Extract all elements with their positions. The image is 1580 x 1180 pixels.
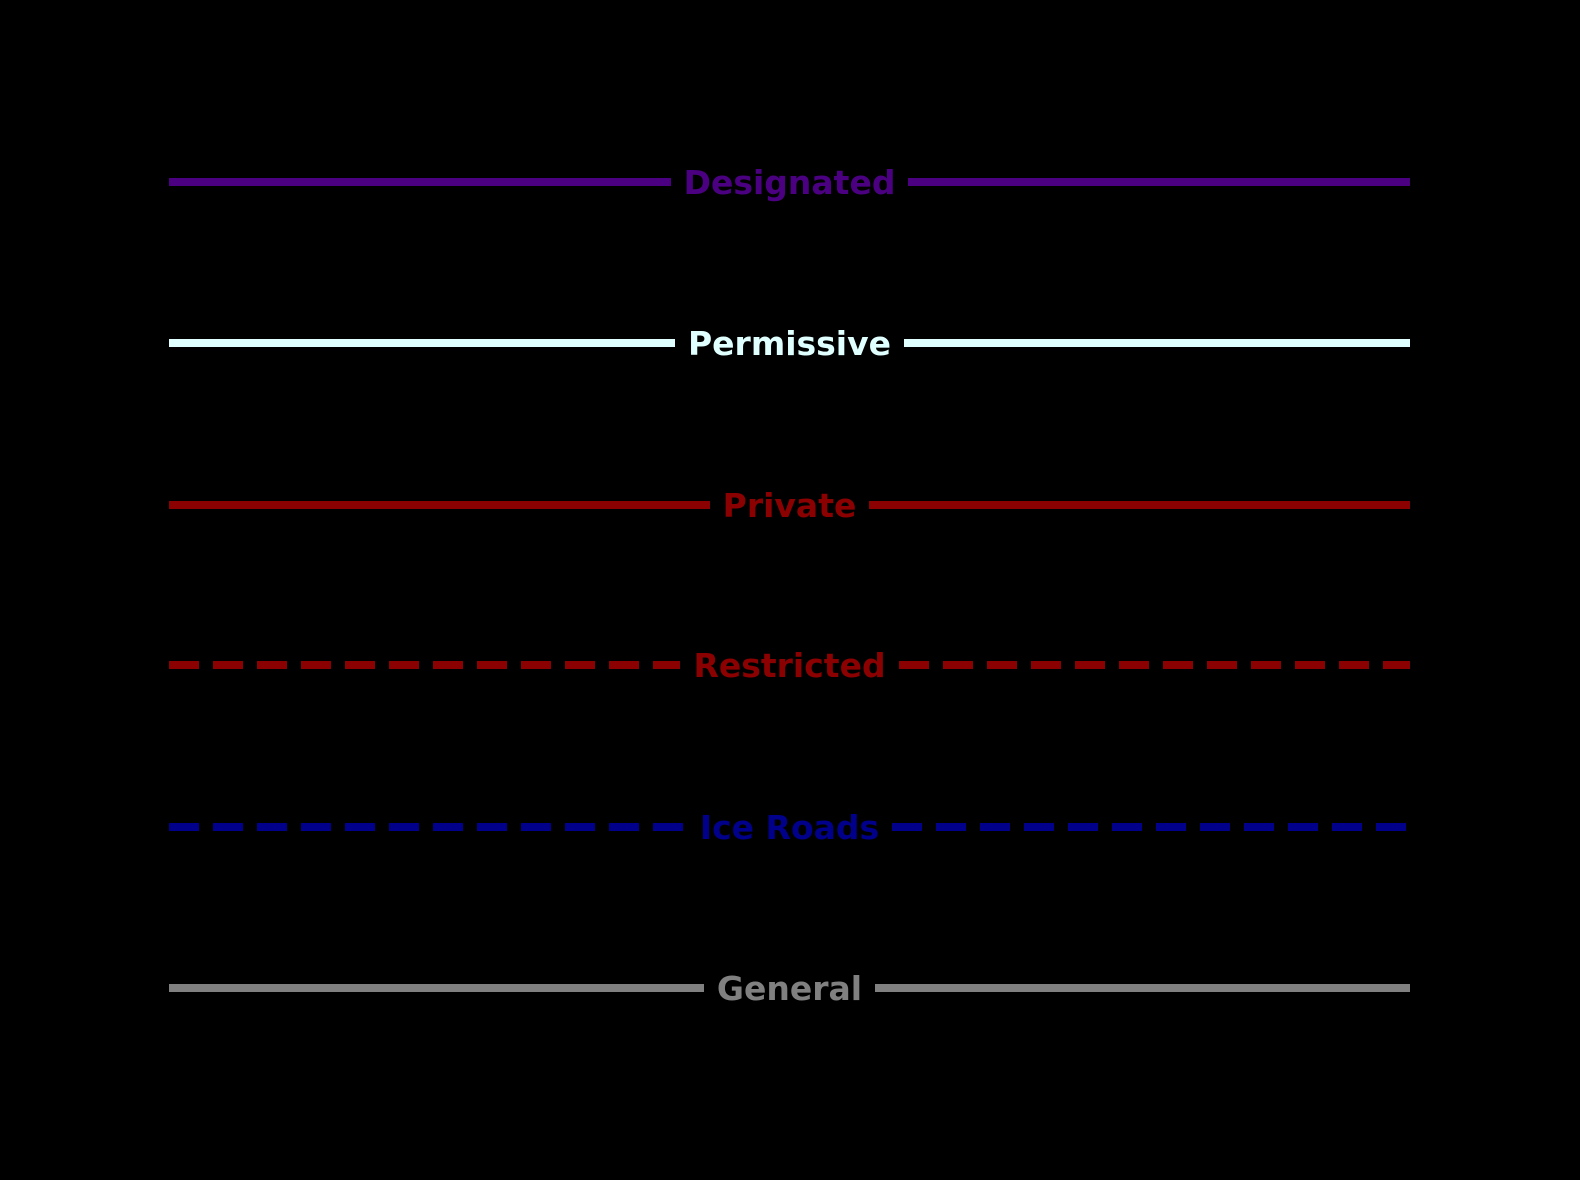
legend-label: Private (722, 485, 857, 525)
legend-line-right (908, 178, 1411, 186)
legend-label: Designated (683, 162, 896, 202)
legend-row-private: Private (169, 479, 1410, 531)
legend-row-designated: Designated (169, 156, 1411, 208)
legend-label: Ice Roads (699, 807, 880, 847)
legend-label: General (716, 968, 863, 1008)
legend-label: Permissive (687, 323, 892, 363)
legend-line-right (892, 823, 1411, 831)
legend-row-permissive: Permissive (169, 317, 1410, 369)
legend-row-restricted: Restricted (169, 639, 1411, 691)
legend-line-left (169, 339, 675, 347)
legend-line-left (169, 178, 671, 186)
legend-line-left (169, 984, 704, 992)
legend-label: Restricted (693, 645, 886, 685)
legend-line-right (898, 661, 1411, 669)
legend-row-general: General (169, 962, 1411, 1014)
legend-line-left (169, 823, 687, 831)
legend-row-ice-roads: Ice Roads (169, 801, 1411, 853)
legend-line-left (169, 501, 710, 509)
legend-line-right (869, 501, 1410, 509)
legend-line-right (875, 984, 1411, 992)
legend-line-right (904, 339, 1410, 347)
legend-line-left (169, 661, 681, 669)
